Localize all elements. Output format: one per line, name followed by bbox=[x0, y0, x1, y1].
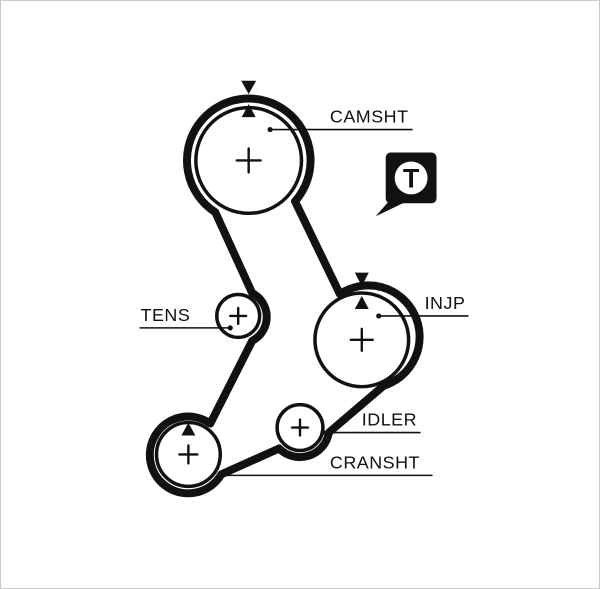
crankshaft-pointer-dot bbox=[217, 472, 223, 478]
camshaft-center-cross-icon bbox=[235, 147, 262, 174]
camshaft-label: CAMSHT bbox=[330, 107, 409, 127]
camshaft-belt-mark-icon bbox=[241, 80, 257, 95]
t-badge: T bbox=[375, 152, 437, 217]
tensioner-label: TENS bbox=[141, 305, 191, 325]
crankshaft-label: CRANSHT bbox=[330, 452, 420, 472]
idler-center-cross-icon bbox=[290, 418, 310, 437]
injection-pump-pulley-mark-icon bbox=[354, 295, 369, 309]
tensioner-pointer-dot bbox=[227, 325, 233, 331]
injection-pump-label: INJP bbox=[425, 293, 466, 313]
timing-belt-path bbox=[145, 94, 424, 498]
idler-label: IDLER bbox=[362, 410, 417, 430]
crankshaft-callout: CRANSHT bbox=[217, 452, 433, 478]
camshaft-pointer-dot bbox=[267, 126, 273, 133]
injection-pump-pointer-dot bbox=[376, 313, 382, 319]
t-badge-circle bbox=[394, 161, 428, 195]
t-badge-letter: T bbox=[403, 163, 420, 193]
idler-pointer-dot bbox=[320, 429, 326, 436]
crankshaft-pulley-mark-icon bbox=[181, 422, 196, 436]
tensioner-center-cross-icon bbox=[229, 306, 248, 326]
camshaft-pulley-mark-icon bbox=[241, 104, 256, 118]
tensioner-callout: TENS bbox=[139, 305, 233, 331]
t-badge-tail bbox=[375, 201, 405, 217]
crankshaft-center-cross-icon bbox=[178, 444, 199, 465]
injection-pump-callout: INJP bbox=[376, 293, 469, 319]
camshaft-callout: CAMSHT bbox=[267, 107, 413, 133]
idler-callout: IDLER bbox=[320, 410, 421, 436]
injection-pump-belt-mark-icon bbox=[354, 272, 369, 287]
injection-pump-center-cross-icon bbox=[349, 327, 374, 353]
